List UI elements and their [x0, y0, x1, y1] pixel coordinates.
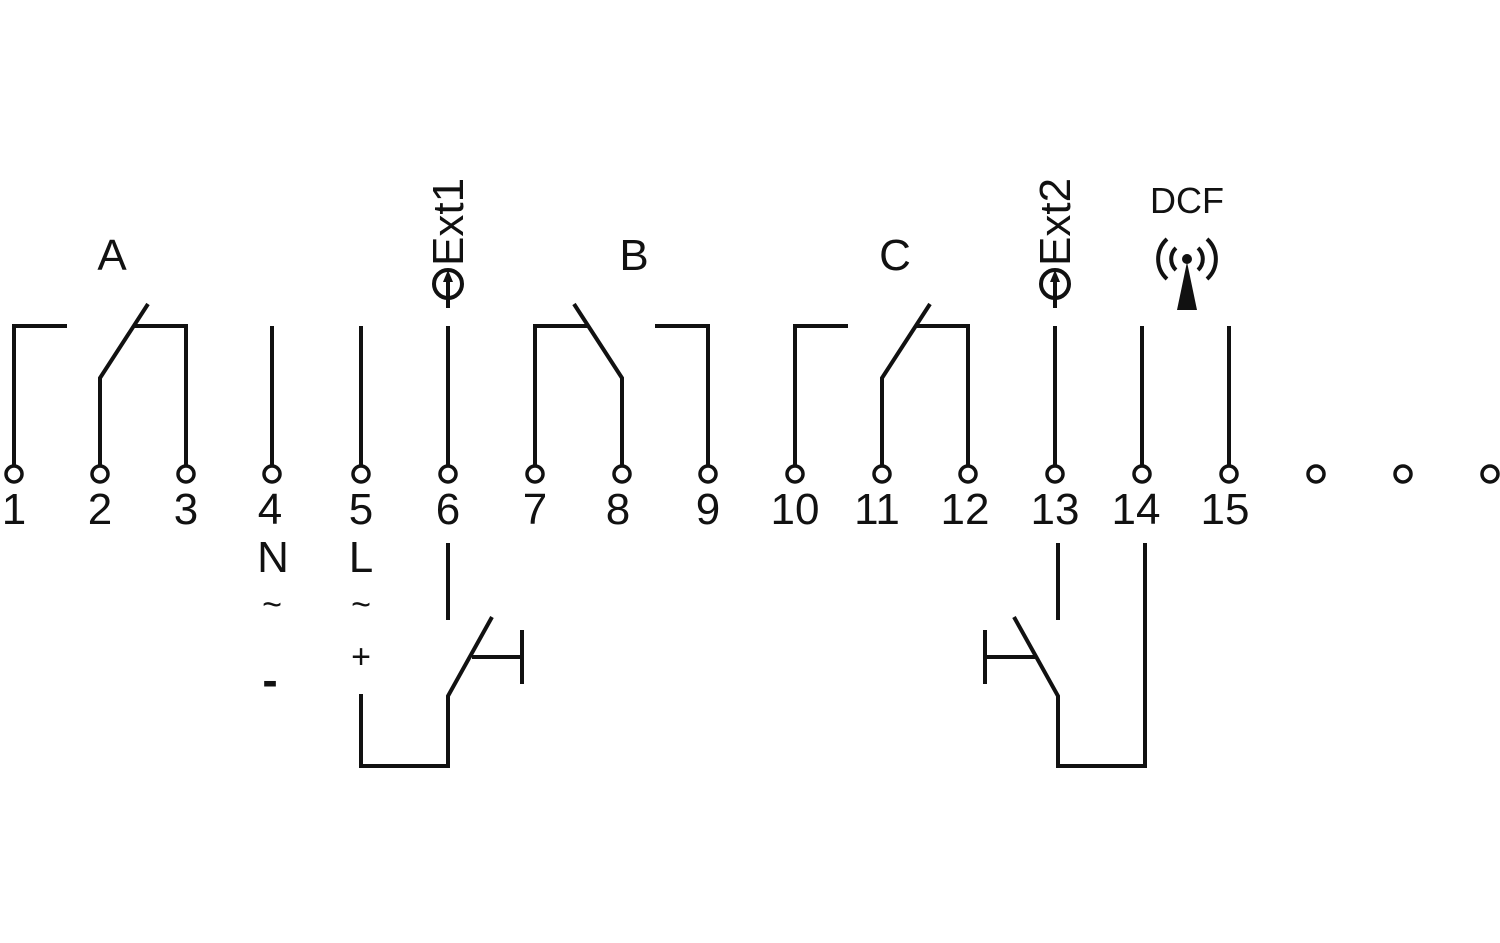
terminal-2 [90, 464, 110, 484]
terminal-number: 13 [1031, 485, 1080, 534]
ext2-pushbutton [983, 543, 1147, 768]
terminal-5 [351, 464, 371, 484]
dcf-label: DCF [1150, 180, 1224, 221]
terminal-number: 9 [696, 485, 720, 534]
channel-label-c: C [879, 231, 911, 280]
terminal-11 [872, 464, 892, 484]
terminal-numbers: 1 2 3 4 5 6 7 8 9 10 11 12 13 14 15 [2, 485, 1250, 534]
terminal-number: 7 [523, 485, 547, 534]
supply-l-label: L [349, 533, 373, 582]
ext2-input [1039, 268, 1071, 466]
supply-n-ac-label: ~ [262, 586, 282, 624]
terminal-number: 1 [2, 485, 26, 534]
terminal-10 [785, 464, 805, 484]
terminal-9 [698, 464, 718, 484]
terminal-row [4, 464, 1239, 484]
terminal-number: 6 [436, 485, 460, 534]
terminal-15 [1219, 464, 1239, 484]
relay-contact-c [793, 302, 970, 466]
terminal-number: 14 [1112, 485, 1161, 534]
terminal-3 [176, 464, 196, 484]
terminal-4 [262, 464, 282, 484]
terminal-number: 2 [88, 485, 112, 534]
ext1-label: Ext1 [424, 178, 473, 266]
ext1-pushbutton [359, 543, 524, 768]
radio-antenna-icon [1156, 237, 1218, 310]
supply-dc-minus-label: - [262, 654, 277, 706]
relay-contact-a [12, 302, 188, 466]
terminal-13 [1045, 464, 1065, 484]
terminal-number: 8 [606, 485, 630, 534]
relay-contact-b [533, 302, 710, 466]
channel-label-a: A [97, 231, 127, 280]
terminal-number: 5 [349, 485, 373, 534]
terminal-8 [612, 464, 632, 484]
supply-n-label: N [257, 533, 289, 582]
channel-label-b: B [619, 231, 648, 280]
terminal-12 [958, 464, 978, 484]
supply-l-ac-label: ~ [351, 586, 371, 624]
terminal-number: 10 [771, 485, 820, 534]
terminal-number: 12 [941, 485, 990, 534]
supply-dc-plus-label: + [351, 638, 371, 676]
continuation-dots [1306, 464, 1500, 484]
terminal-number: 15 [1201, 485, 1250, 534]
terminal-number: 11 [854, 485, 900, 534]
ext1-input [432, 268, 464, 466]
terminal-6 [438, 464, 458, 484]
terminal-number: 3 [174, 485, 198, 534]
terminal-14 [1132, 464, 1152, 484]
ext2-label: Ext2 [1031, 178, 1080, 266]
terminal-number: 4 [258, 485, 282, 534]
terminal-1 [4, 464, 24, 484]
terminal-7 [525, 464, 545, 484]
